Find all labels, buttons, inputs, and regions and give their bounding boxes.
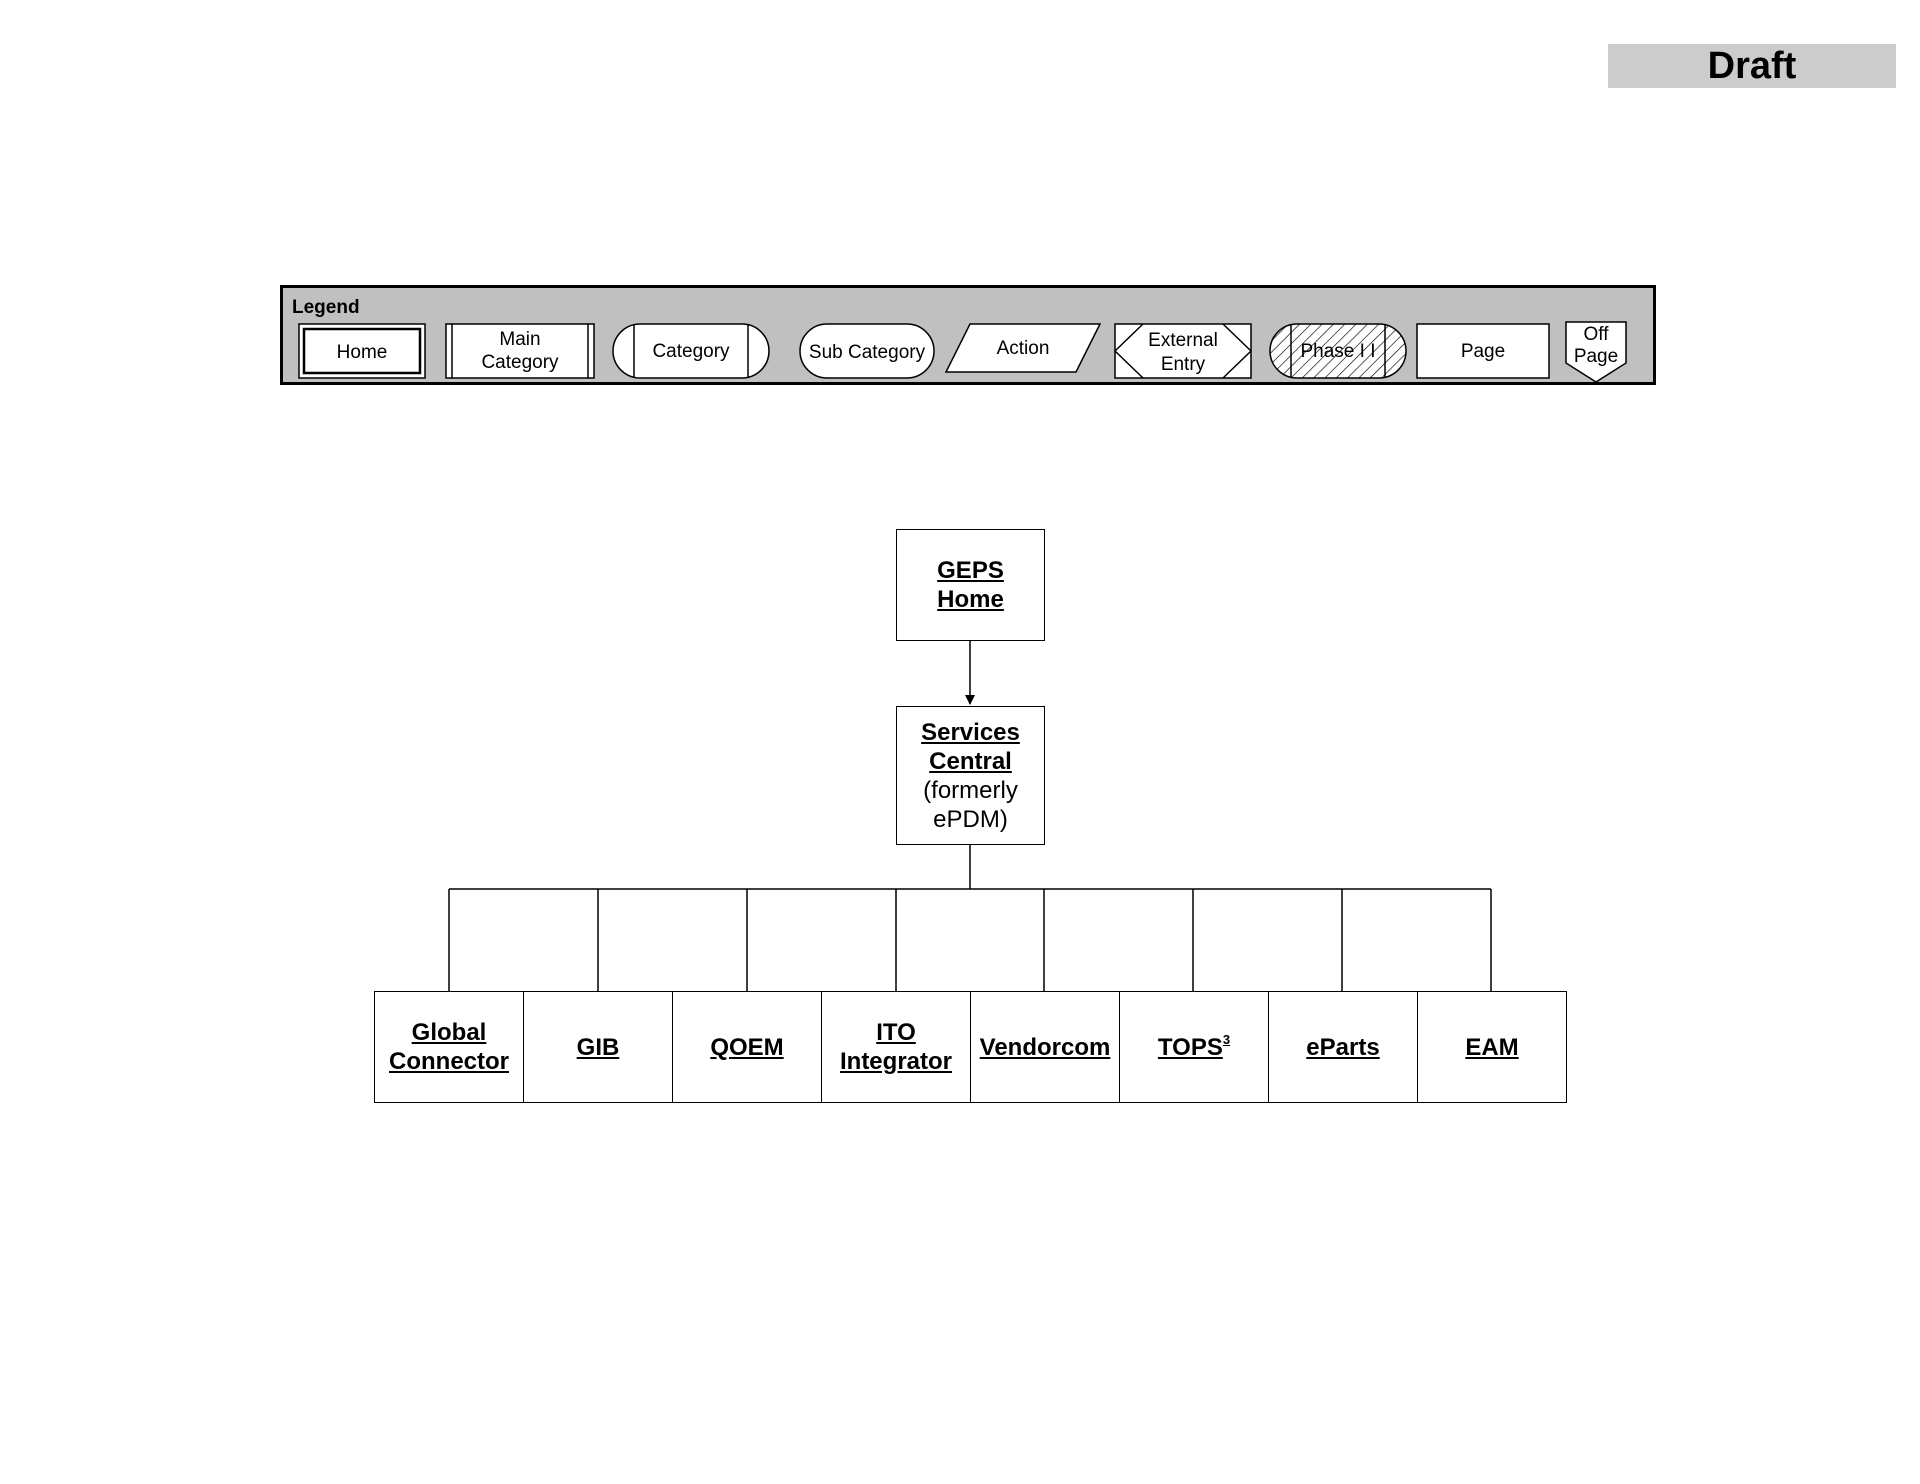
leaf-label[interactable]: Integrator xyxy=(839,1048,952,1075)
legend-action-shape: Action xyxy=(944,323,1102,373)
legend-main-category-label-1: Main xyxy=(499,329,540,350)
leaf-label[interactable]: GIB xyxy=(576,1033,620,1061)
legend-external-entry-label-2: Entry xyxy=(1161,354,1206,375)
legend-title: Legend xyxy=(292,297,360,318)
leaf-node-ito-integrator[interactable]: ITO Integrator xyxy=(821,991,971,1103)
legend-page-label: Page xyxy=(1461,341,1505,362)
leaf-label[interactable]: QOEM xyxy=(710,1033,784,1061)
services-central-label-2[interactable]: Central xyxy=(929,747,1012,775)
legend-sub-category-shape: Sub Category xyxy=(799,323,935,379)
services-central-label-1[interactable]: Services xyxy=(921,718,1020,746)
legend-off-page-label-2: Page xyxy=(1574,346,1618,367)
leaf-node-gib[interactable]: GIB xyxy=(523,991,673,1103)
legend-home-label: Home xyxy=(337,342,388,363)
legend-home-shape: Home xyxy=(298,323,426,379)
leaf-node-tops[interactable]: TOPS3 xyxy=(1119,991,1269,1103)
legend-phase-label: Phase I I xyxy=(1301,341,1376,362)
legend-main-category-label-2: Category xyxy=(481,352,559,373)
legend-page-shape: Page xyxy=(1416,323,1550,379)
legend-external-entry-shape: External Entry xyxy=(1113,323,1253,379)
legend-panel: Home Main Category Category Sub Category… xyxy=(280,285,1656,385)
legend-category-shape: Category xyxy=(612,323,770,379)
leaf-node-vendorcom[interactable]: Vendorcom xyxy=(970,991,1120,1103)
leaf-label[interactable]: Connector xyxy=(389,1048,509,1075)
services-central-node[interactable]: Services Central (formerly ePDM) xyxy=(896,706,1045,845)
legend-external-entry-label-1: External xyxy=(1148,330,1218,351)
leaf-label[interactable]: ITO xyxy=(876,1019,916,1046)
legend-category-label: Category xyxy=(652,341,730,362)
legend-main-category-shape: Main Category xyxy=(445,323,595,379)
leaf-label[interactable]: TOPS xyxy=(1157,1033,1223,1061)
leaf-label[interactable]: eParts xyxy=(1306,1033,1380,1061)
legend-shapes: Home Main Category Category Sub Category… xyxy=(298,321,1627,382)
draft-label: Draft xyxy=(1608,44,1896,88)
geps-home-node[interactable]: GEPS Home xyxy=(896,529,1045,641)
legend-sub-category-label: Sub Category xyxy=(809,342,926,363)
leaf-node-eam[interactable]: EAM xyxy=(1417,991,1567,1103)
leaf-label[interactable]: EAM xyxy=(1465,1033,1519,1061)
services-central-note-1: (formerly xyxy=(923,776,1018,804)
leaf-node-global-connector[interactable]: Global Connector xyxy=(374,991,524,1103)
leaf-node-eparts[interactable]: eParts xyxy=(1268,991,1418,1103)
leaf-label[interactable]: Global xyxy=(411,1019,487,1046)
geps-home-label-2[interactable]: Home xyxy=(937,586,1004,613)
services-central-note-2: ePDM) xyxy=(933,805,1008,833)
geps-home-label-1[interactable]: GEPS xyxy=(937,557,1004,584)
legend-off-page-shape: Off Page xyxy=(1565,321,1627,382)
legend-action-label: Action xyxy=(997,338,1050,359)
leaf-superscript: 3 xyxy=(1222,1031,1231,1047)
legend-phase-shape: Phase I I xyxy=(1269,323,1407,379)
leaf-node-qoem[interactable]: QOEM xyxy=(672,991,822,1103)
leaf-label[interactable]: Vendorcom xyxy=(979,1033,1111,1061)
legend-off-page-label-1: Off xyxy=(1584,324,1610,345)
